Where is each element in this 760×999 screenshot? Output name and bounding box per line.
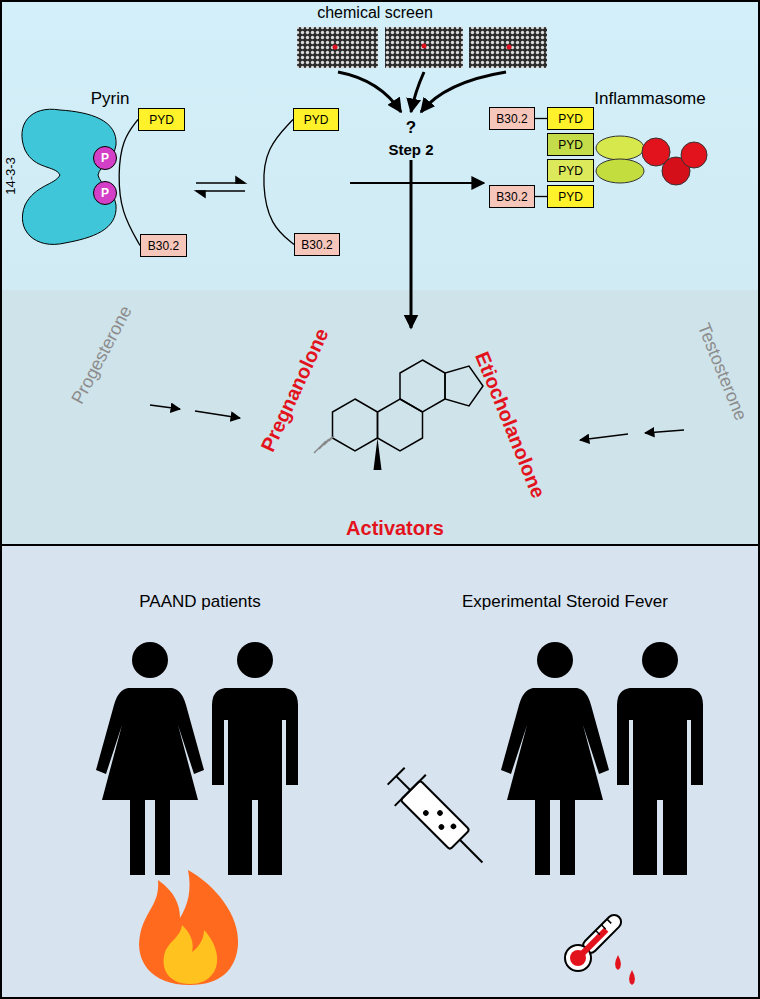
activation-arrow <box>350 182 484 184</box>
top-panel-upper <box>0 0 760 290</box>
activators-heading: Activators <box>346 517 444 540</box>
screen-title: chemical screen <box>317 4 433 22</box>
domain-label: B30.2 <box>301 238 332 252</box>
man-icon <box>212 642 298 875</box>
domain-label: P <box>101 151 109 165</box>
protein-linker <box>264 120 294 245</box>
equilibrium-arrows <box>196 177 245 197</box>
domain-label: PYD <box>558 164 583 178</box>
activator-arrow <box>410 160 413 328</box>
domain-label: B30.2 <box>496 190 527 204</box>
14-3-3-dimer <box>22 109 116 244</box>
domain-label: B30.2 <box>496 112 527 126</box>
screen-arrows <box>338 72 506 112</box>
b30-2-domain: B30.2 <box>489 185 535 208</box>
phospho-site: P <box>93 146 117 170</box>
hydroxyl-hash <box>314 436 334 453</box>
bottom-panel <box>0 545 760 999</box>
phospho-site: P <box>93 181 117 205</box>
domain-label: PYD <box>558 138 583 152</box>
screen-plates <box>297 27 547 68</box>
syringe-icon <box>381 761 498 878</box>
woman-icon <box>501 642 609 875</box>
question-mark: ? <box>406 118 416 138</box>
pyd-domain: PYD <box>547 133 594 156</box>
b30-2-domain: B30.2 <box>140 234 187 257</box>
top-panel-lower <box>0 290 760 545</box>
panel-border <box>1 545 759 998</box>
protein-linker <box>119 120 140 246</box>
pyd-domain: PYD <box>547 159 594 182</box>
b30-2-domain: B30.2 <box>489 107 535 130</box>
asc-caspase <box>596 136 707 185</box>
protein-name: Pyrin <box>91 89 130 109</box>
domain-label: B30.2 <box>148 239 179 253</box>
domain-label: PYD <box>304 113 329 127</box>
woman-icon <box>96 642 204 875</box>
pyd-domain: PYD <box>547 107 594 130</box>
domain-label: PYD <box>558 190 583 204</box>
protein-linker <box>535 118 547 119</box>
fire-icon <box>139 870 238 985</box>
protein-linker <box>535 196 547 197</box>
pyd-domain: PYD <box>547 185 594 208</box>
pyd-domain: PYD <box>138 108 185 131</box>
group-title: PAAND patients <box>139 592 261 612</box>
steroid-skeleton <box>333 360 484 451</box>
complex-name: Inflammasome <box>594 89 705 109</box>
pyd-domain: PYD <box>293 108 339 131</box>
panel-border <box>1 1 759 545</box>
methyl-wedge <box>374 438 382 470</box>
man-icon <box>617 642 703 875</box>
thermometer-icon <box>560 908 629 977</box>
b30-2-domain: B30.2 <box>294 233 340 256</box>
domain-label: PYD <box>558 112 583 126</box>
metabolism-arrows <box>150 405 684 440</box>
domain-label: PYD <box>149 113 174 127</box>
step-label: Step 2 <box>388 141 433 158</box>
group-title: Experimental Steroid Fever <box>462 592 668 612</box>
protein-name: 14-3-3 <box>3 157 18 195</box>
blood-drops <box>615 955 635 985</box>
domain-label: P <box>101 186 109 200</box>
